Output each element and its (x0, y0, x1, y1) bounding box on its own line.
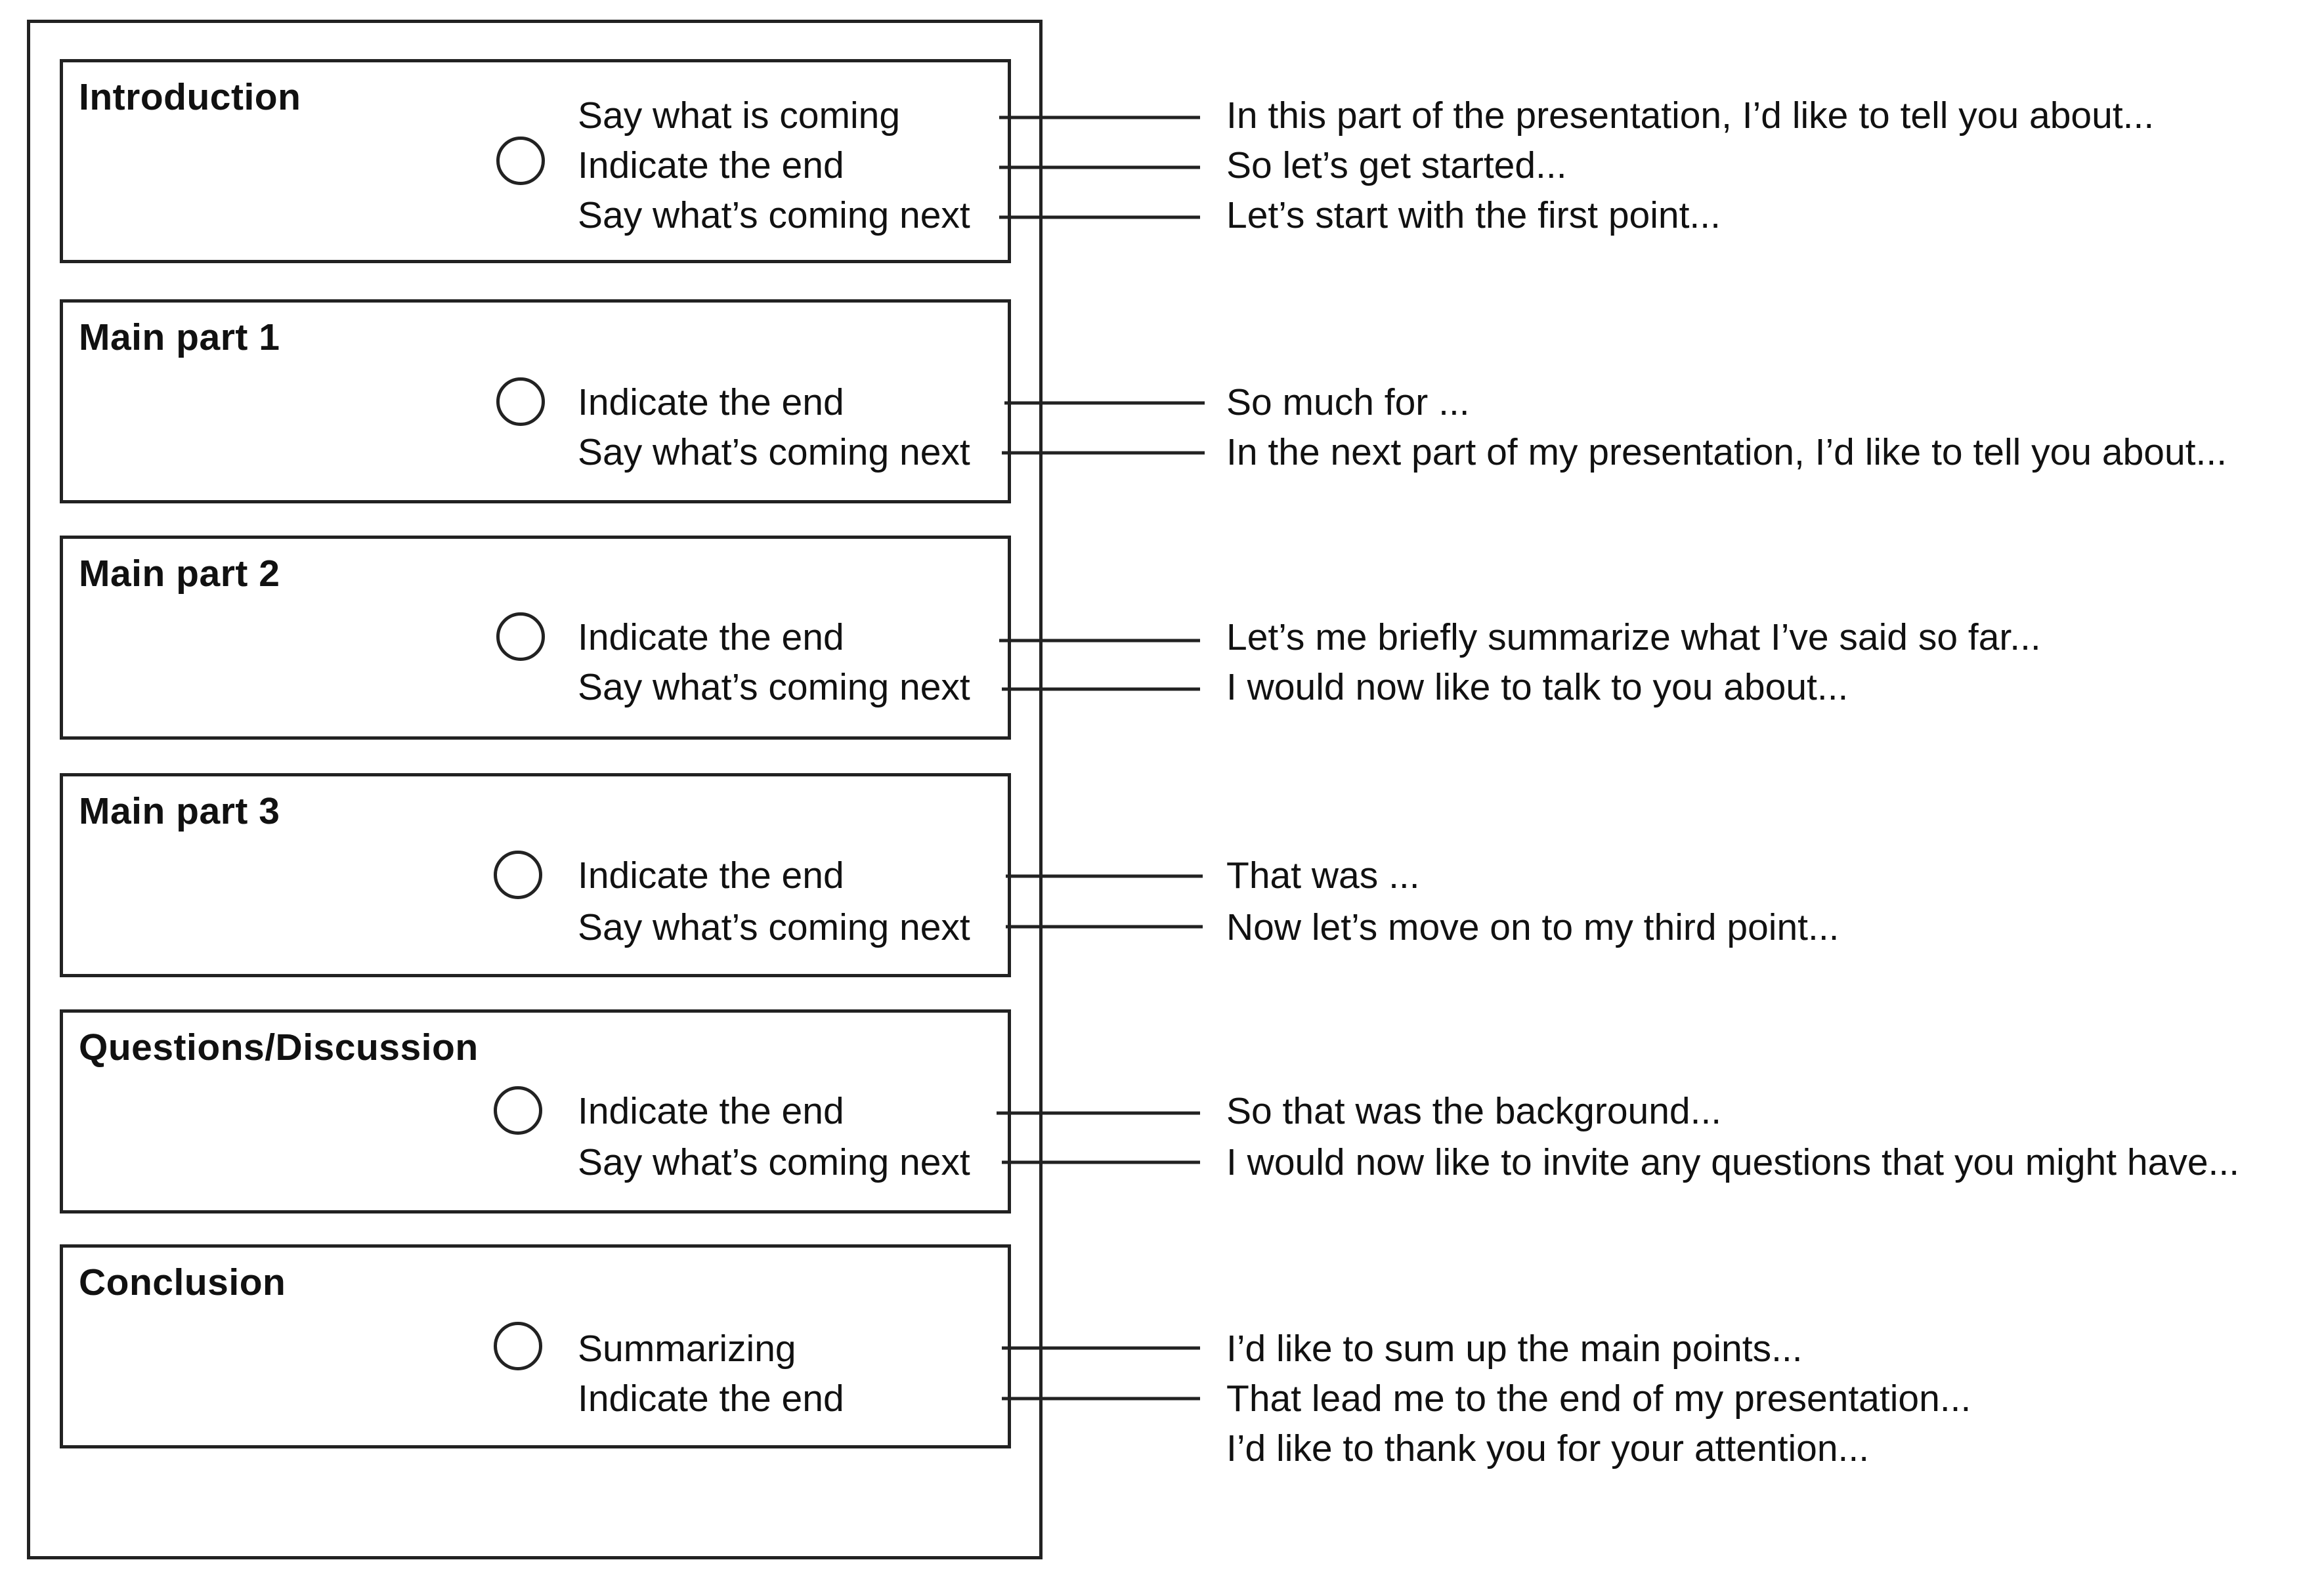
circle-icon (494, 1322, 542, 1370)
circle-icon (496, 137, 545, 185)
step-label: Indicate the end (578, 1090, 844, 1132)
phrase: I would now like to talk to you about... (1226, 666, 1849, 708)
section-title: Introduction (79, 76, 301, 118)
phrase: So let’s get started... (1226, 144, 1567, 186)
phrase: So much for ... (1226, 381, 1470, 423)
phrase: Let’s start with the first point... (1226, 194, 1721, 236)
phrase: So that was the background... (1226, 1090, 1722, 1132)
section-title: Main part 1 (79, 316, 280, 358)
step-label: Say what is coming (578, 95, 901, 137)
phrase: I would now like to invite any questions… (1226, 1141, 2240, 1183)
step-label: Say what’s coming next (578, 666, 970, 708)
phrase: Now let’s move on to my third point... (1226, 906, 1840, 948)
circle-icon (494, 1086, 542, 1135)
step-label: Say what’s coming next (578, 194, 970, 236)
step-label: Say what’s coming next (578, 431, 970, 473)
step-label: Indicate the end (578, 381, 844, 423)
section-main-part-2: Main part 2 (60, 536, 1011, 740)
section-title: Main part 3 (79, 790, 280, 832)
step-label: Indicate the end (578, 144, 844, 186)
section-conclusion: Conclusion (60, 1244, 1011, 1448)
phrase: That lead me to the end of my presentati… (1226, 1378, 1971, 1420)
section-questions-discussion: Questions/Discussion (60, 1009, 1011, 1214)
phrase: In this part of the presentation, I’d li… (1226, 95, 2155, 137)
phrase: In the next part of my presentation, I’d… (1226, 431, 2227, 473)
phrase: I’d like to sum up the main points... (1226, 1328, 1803, 1370)
section-title: Questions/Discussion (79, 1026, 479, 1068)
section-title: Main part 2 (79, 553, 280, 595)
phrase: I’d like to thank you for your attention… (1226, 1427, 1870, 1469)
section-title: Conclusion (79, 1261, 286, 1303)
step-label: Say what’s coming next (578, 1141, 970, 1183)
phrase: That was ... (1226, 855, 1420, 897)
circle-icon (494, 851, 542, 899)
section-introduction: Introduction (60, 59, 1011, 263)
step-label: Indicate the end (578, 1378, 844, 1420)
step-label: Indicate the end (578, 616, 844, 658)
circle-icon (496, 377, 545, 426)
phrase: Let’s me briefly summarize what I’ve sai… (1226, 616, 2041, 658)
step-label: Summarizing (578, 1328, 796, 1370)
circle-icon (496, 612, 545, 661)
step-label: Indicate the end (578, 855, 844, 897)
step-label: Say what’s coming next (578, 906, 970, 948)
outline-frame (27, 20, 1043, 1559)
